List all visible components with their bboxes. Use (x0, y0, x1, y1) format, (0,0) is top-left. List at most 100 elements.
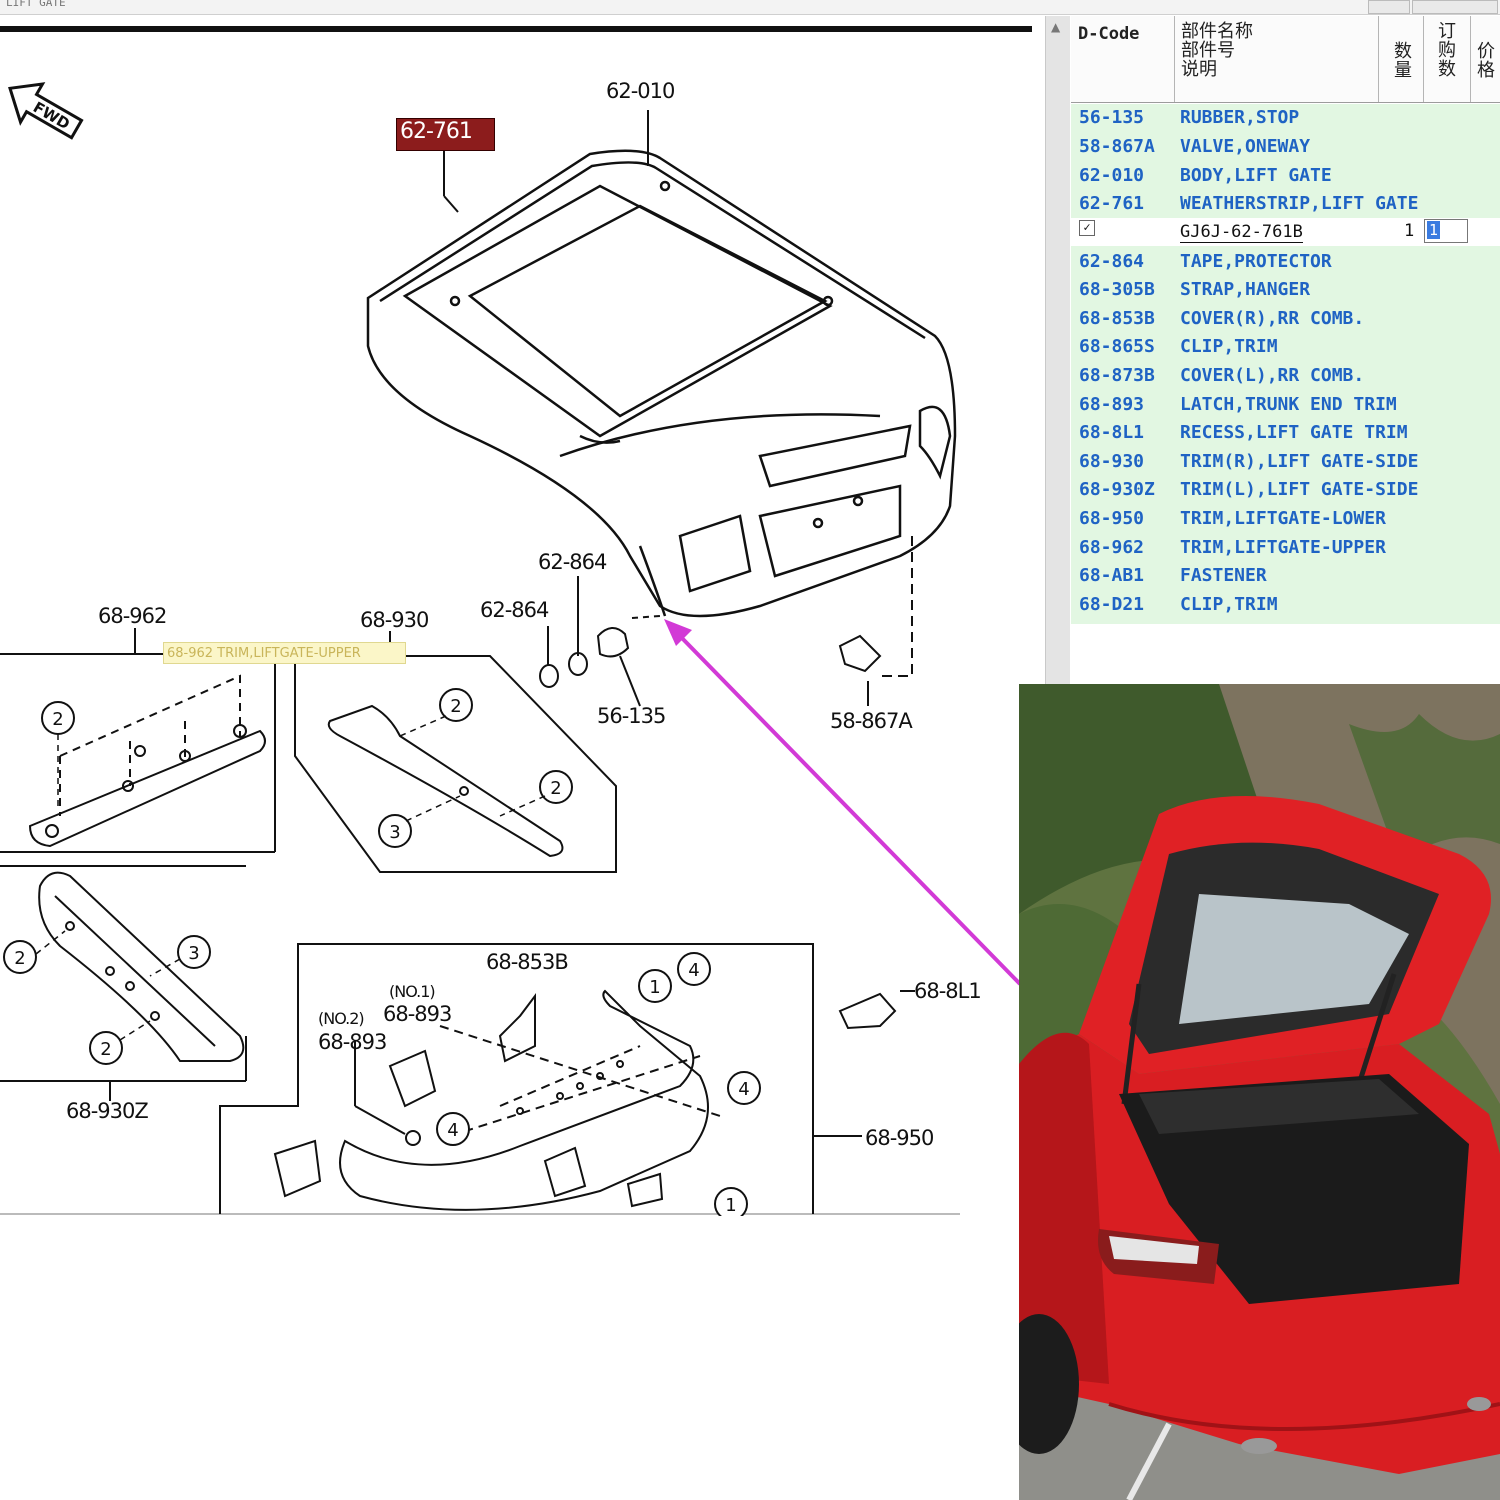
row-code: 68-AB1 (1079, 565, 1145, 586)
part-label: 68-893 (318, 1030, 386, 1054)
part-label: 68-962 (98, 604, 166, 628)
table-subrow[interactable]: ✓ GJ6J-62-761B 1 1 (1071, 218, 1500, 246)
row-code: 68-8L1 (1079, 422, 1145, 443)
row-code: 62-761 (1079, 193, 1145, 214)
parts-diagram: FWD (0, 16, 1045, 1216)
callout-circles (3, 688, 761, 1216)
part-label: (NO.2) (318, 1009, 364, 1028)
part-number-link[interactable]: GJ6J-62-761B (1180, 222, 1303, 243)
highlighted-part-label[interactable]: 62-761 (400, 119, 473, 144)
row-desc: STRAP,HANGER (1180, 279, 1311, 300)
column-header-price[interactable]: 价 格 (1470, 16, 1500, 102)
row-code: 56-135 (1079, 107, 1145, 128)
row-code: 68-305B (1079, 279, 1155, 300)
toolbar-control[interactable] (1368, 0, 1410, 14)
header-order-char: 购 (1438, 40, 1456, 61)
row-desc: CLIP,TRIM (1180, 594, 1278, 615)
small-parts (539, 615, 882, 688)
row-code: 68-950 (1079, 508, 1145, 529)
row-code: 68-873B (1079, 365, 1155, 386)
column-header-name[interactable]: 部件名称 部件号 说明 (1175, 16, 1379, 102)
window-title: LIFT GATE (6, 0, 66, 9)
callout-number: 1 (725, 1195, 736, 1216)
table-row[interactable]: 68-930Z TRIM(L),LIFT GATE-SIDE (1071, 476, 1500, 504)
table-row[interactable]: 62-864 TAPE,PROTECTOR (1071, 248, 1500, 276)
table-row[interactable]: 68-8L1 RECESS,LIFT GATE TRIM (1071, 419, 1500, 447)
table-row[interactable]: 68-305B STRAP,HANGER (1071, 276, 1500, 304)
callout-number: 2 (450, 696, 461, 717)
row-desc: COVER(L),RR COMB. (1180, 365, 1365, 386)
table-row[interactable]: 68-962 TRIM,LIFTGATE-UPPER (1071, 534, 1500, 562)
header-name-line: 部件号 (1181, 40, 1235, 61)
part-label: 56-135 (597, 704, 665, 728)
part-label: 62-010 (606, 79, 674, 103)
part-label: 68-930Z (66, 1099, 148, 1123)
header-name-line: 部件名称 (1181, 21, 1253, 42)
box-68-930z (0, 865, 247, 1101)
column-header-dcode[interactable]: D-Code (1071, 16, 1175, 102)
toolbar-control[interactable] (1412, 0, 1498, 14)
column-header-order[interactable]: 订 购 数 (1423, 16, 1471, 102)
table-empty-area (1071, 624, 1500, 686)
callout-number: 2 (52, 709, 63, 730)
row-desc: RUBBER,STOP (1180, 107, 1300, 128)
box-68-930 (294, 631, 617, 873)
callout-number: 2 (550, 778, 561, 799)
callout-number: 4 (447, 1120, 458, 1141)
part-label: 68-893 (383, 1002, 451, 1026)
part-label: 68-853B (486, 950, 568, 974)
header-order-char: 数 (1438, 59, 1456, 80)
header-name-line: 说明 (1181, 59, 1217, 80)
part-tooltip: 68-962 TRIM,LIFTGATE-UPPER (163, 642, 406, 664)
highlighted-part-box[interactable] (396, 118, 495, 151)
callout-number: 3 (389, 822, 400, 843)
table-header: D-Code 部件名称 部件号 说明 数 量 订 购 数 价 格 (1071, 16, 1500, 103)
table-row[interactable]: 56-135 RUBBER,STOP (1071, 104, 1500, 132)
row-desc: TRIM(R),LIFT GATE-SIDE (1180, 451, 1419, 472)
part-label: 68-950 (865, 1126, 933, 1150)
part-label: 68-930 (360, 608, 428, 632)
diagram-scrollbar[interactable]: ▲ (1045, 16, 1070, 686)
table-row[interactable]: 68-873B COVER(L),RR COMB. (1071, 362, 1500, 390)
row-code: 68-930Z (1079, 479, 1155, 500)
row-desc: TAPE,PROTECTOR (1180, 251, 1332, 272)
row-desc: TRIM(L),LIFT GATE-SIDE (1180, 479, 1419, 500)
row-code: 68-962 (1079, 537, 1145, 558)
car-photo-drawing (1019, 684, 1500, 1500)
lift-gate-body (366, 149, 957, 618)
scroll-up-icon[interactable]: ▲ (1051, 20, 1061, 34)
row-quantity: 1 (1404, 221, 1415, 241)
callout-number: 4 (738, 1079, 749, 1100)
callout-number: 2 (100, 1039, 111, 1060)
row-desc: TRIM,LIFTGATE-UPPER (1180, 537, 1386, 558)
part-label: 58-867A (830, 709, 913, 733)
row-code: 68-853B (1079, 308, 1155, 329)
table-row[interactable]: 62-761 WEATHERSTRIP,LIFT GATE (1071, 190, 1500, 218)
order-quantity-input[interactable]: 1 (1424, 219, 1468, 243)
header-price-char: 价 (1477, 41, 1495, 62)
part-label: (NO.1) (389, 982, 435, 1001)
column-header-qty[interactable]: 数 量 (1379, 16, 1424, 102)
header-price-char: 格 (1477, 60, 1495, 81)
select-checkbox[interactable]: ✓ (1079, 220, 1095, 236)
part-label: 62-864 (538, 550, 607, 574)
row-code: 62-010 (1079, 165, 1145, 186)
callout-number: 1 (649, 977, 660, 998)
callout-number: 3 (188, 943, 199, 964)
row-code: 62-864 (1079, 251, 1145, 272)
row-desc: LATCH,TRUNK END TRIM (1180, 394, 1397, 415)
row-desc: RECESS,LIFT GATE TRIM (1180, 422, 1408, 443)
row-desc: WEATHERSTRIP,LIFT GATE (1180, 193, 1419, 214)
fwd-arrow-icon: FWD (8, 82, 84, 140)
